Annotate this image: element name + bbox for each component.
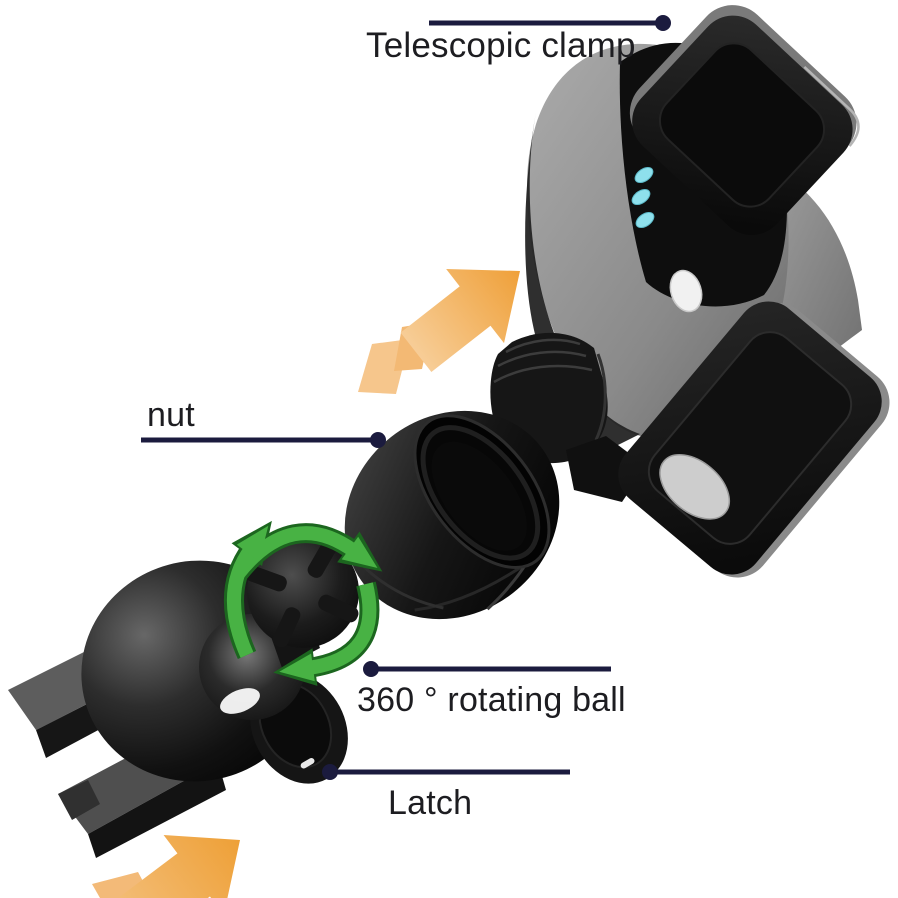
leader-lines — [141, 15, 671, 780]
leader-dot — [370, 432, 386, 448]
label-telescopic-clamp: Telescopic clamp — [366, 26, 636, 65]
leader-dot — [322, 764, 338, 780]
clamp-lower-arm — [618, 301, 890, 578]
label-rotating-ball: 360 ° rotating ball — [357, 681, 626, 719]
latch-marker — [300, 758, 315, 769]
rotation-arrows-icon — [223, 520, 383, 686]
label-nut: nut — [147, 396, 195, 434]
clamp-top-arm — [629, 5, 860, 236]
leader-dot — [363, 661, 379, 677]
assembly-arrow-icon — [358, 269, 520, 394]
grip-pad-button — [659, 454, 730, 520]
nut-part — [344, 410, 560, 620]
led-indicator-icon — [631, 166, 655, 229]
assembly-arrow-icon — [76, 834, 240, 898]
label-latch: Latch — [388, 784, 473, 822]
leader-dot — [655, 15, 671, 31]
rotating-ball-part — [199, 520, 383, 720]
arrow-motion-dash — [358, 339, 410, 394]
release-button — [669, 269, 703, 313]
